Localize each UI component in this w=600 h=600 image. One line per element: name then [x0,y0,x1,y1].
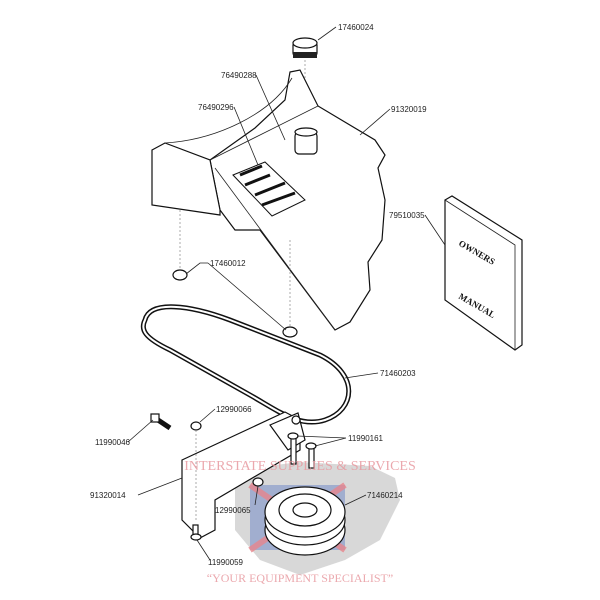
label-76490296: 76490296 [198,103,234,112]
label-76490288: 76490288 [221,71,257,80]
label-91320014: 91320014 [90,491,126,500]
label-71460214: 71460214 [367,491,403,500]
label-17460012: 17460012 [210,259,246,268]
hardware-parts [150,413,317,541]
label-11990046: 11990046 [95,438,131,447]
cap-part [292,37,318,58]
leader-lines [127,26,446,561]
label-11990161: 11990161 [348,434,384,443]
label-79510035: 79510035 [389,211,425,220]
label-11990059: 11990059 [208,558,244,567]
owners-manual-part: OWNERS MANUAL [444,195,523,351]
belt-part [140,304,352,425]
grommet-parts [172,210,298,338]
belt-cover-part [151,69,386,331]
pulley-part [264,486,346,556]
label-91320019: 91320019 [391,105,427,114]
watermark-company: INTERSTATE SUPPLIES & SERVICES [184,459,416,474]
label-17460024: 17460024 [338,23,374,32]
watermark-slogan: “YOUR EQUIPMENT SPECIALIST” [207,571,393,585]
label-71460203: 71460203 [380,369,416,378]
label-12990065: 12990065 [215,506,251,515]
label-12990066: 12990066 [216,405,252,414]
